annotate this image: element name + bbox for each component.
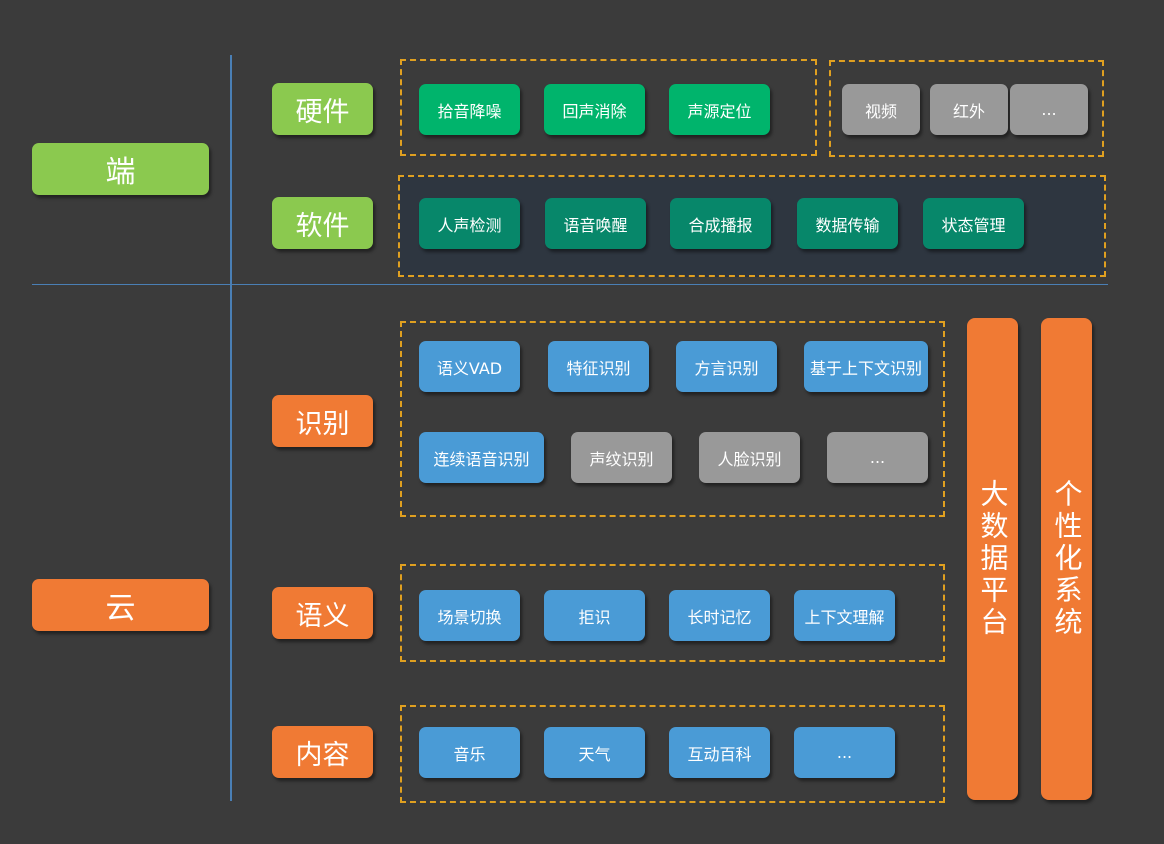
recognition-item: 语义VAD [419, 341, 520, 392]
bigdata-platform-bar: 大数据平台 [967, 318, 1018, 800]
category-hardware: 硬件 [272, 83, 373, 135]
category-semantics: 语义 [272, 587, 373, 639]
recognition-item: 声纹识别 [571, 432, 672, 483]
content-item: 互动百科 [669, 727, 770, 778]
software-item: 合成播报 [670, 198, 771, 249]
hardware-item: 拾音降噪 [419, 84, 520, 135]
hardware-extra-item: ... [1010, 84, 1088, 135]
semantics-item: 长时记忆 [669, 590, 770, 641]
hardware-item: 声源定位 [669, 84, 770, 135]
software-item: 人声检测 [419, 198, 520, 249]
hardware-extra-item: 视频 [842, 84, 920, 135]
software-item: 数据传输 [797, 198, 898, 249]
recognition-item: 特征识别 [548, 341, 649, 392]
semantics-item: 场景切换 [419, 590, 520, 641]
recognition-group [400, 321, 945, 517]
category-recognition: 识别 [272, 395, 373, 447]
semantics-item: 上下文理解 [794, 590, 895, 641]
hardware-item: 回声消除 [544, 84, 645, 135]
content-item: ... [794, 727, 895, 778]
recognition-item: 方言识别 [676, 341, 777, 392]
label-duan: 端 [32, 143, 209, 195]
personalization-system-bar: 个性化系统 [1041, 318, 1092, 800]
hardware-extra-item: 红外 [930, 84, 1008, 135]
software-item: 语音唤醒 [545, 198, 646, 249]
semantics-item: 拒识 [544, 590, 645, 641]
horizontal-divider [32, 284, 1108, 285]
hardware-group [400, 59, 817, 156]
recognition-item: 连续语音识别 [419, 432, 544, 483]
content-group [400, 705, 945, 803]
vertical-divider [230, 55, 232, 801]
semantics-group [400, 564, 945, 662]
recognition-item: 基于上下文识别 [804, 341, 928, 392]
software-item: 状态管理 [923, 198, 1024, 249]
content-item: 天气 [544, 727, 645, 778]
recognition-item: 人脸识别 [699, 432, 800, 483]
content-item: 音乐 [419, 727, 520, 778]
recognition-item: ... [827, 432, 928, 483]
hardware-extra-group [829, 60, 1104, 157]
category-software: 软件 [272, 197, 373, 249]
category-content: 内容 [272, 726, 373, 778]
label-yun: 云 [32, 579, 209, 631]
